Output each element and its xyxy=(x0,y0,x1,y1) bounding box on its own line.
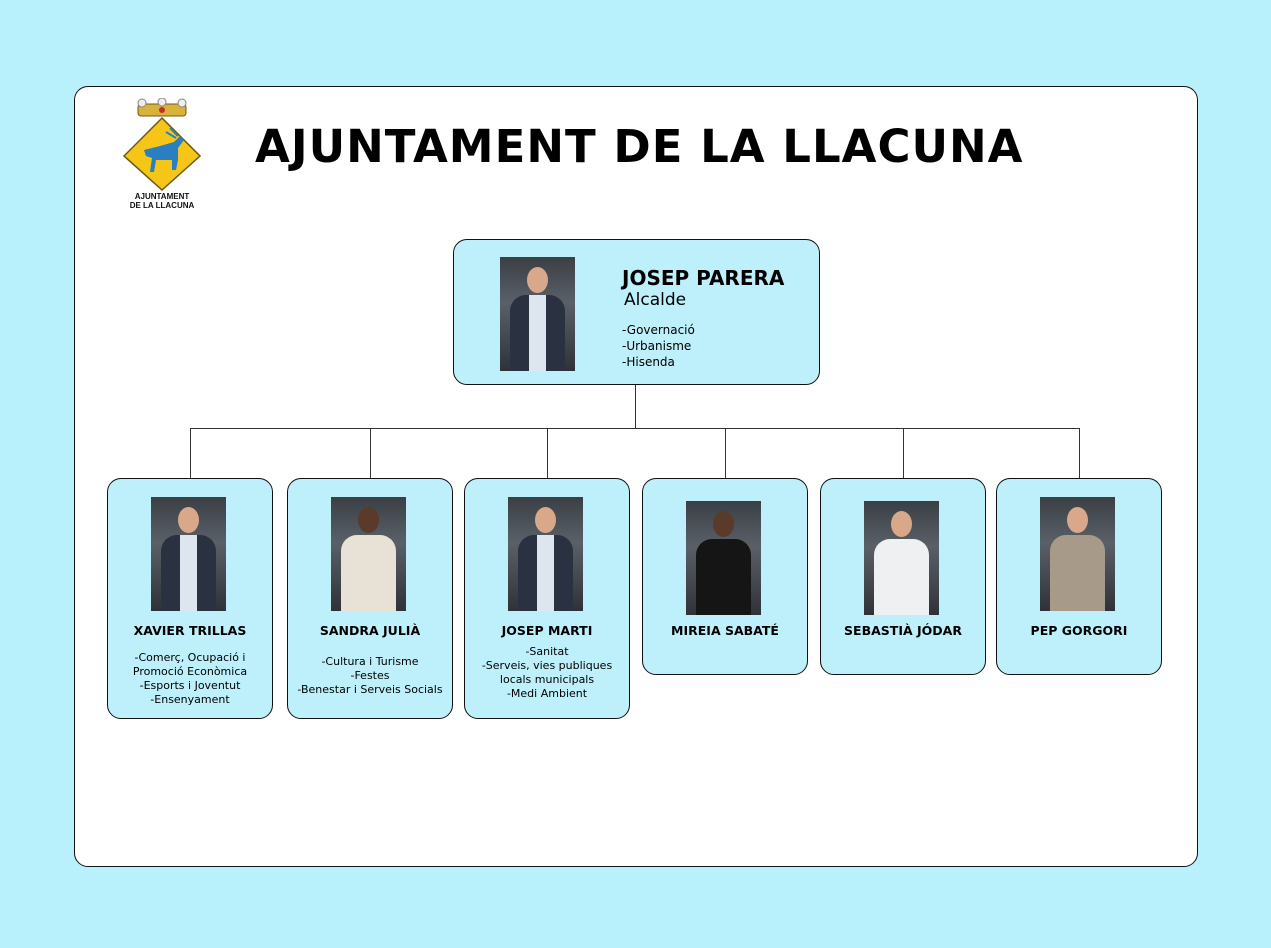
page-title: AJUNTAMENT DE LA LLACUNA xyxy=(255,120,1024,173)
connector-line xyxy=(1079,428,1080,478)
member-photo xyxy=(1040,497,1115,611)
member-photo xyxy=(151,497,226,611)
member-name: SEBASTIÀ JÓDAR xyxy=(844,623,962,638)
member-name: SANDRA JULIÀ xyxy=(319,623,421,638)
connector-line xyxy=(635,385,636,428)
member-card: SEBASTIÀ JÓDAR xyxy=(820,478,986,675)
member-name: PEP GORGORI xyxy=(1030,623,1128,638)
member-photo xyxy=(331,497,406,611)
connector-line xyxy=(547,428,548,478)
member-card: SANDRA JULIÀ -Cultura i Turisme-Festes-B… xyxy=(287,478,453,719)
org-chart-card xyxy=(74,86,1198,867)
connector-line xyxy=(725,428,726,478)
member-name: MIREIA SABATÉ xyxy=(671,623,779,638)
connector-line xyxy=(190,428,1080,429)
member-card: MIREIA SABATÉ xyxy=(642,478,808,675)
member-areas: -Cultura i Turisme-Festes-Benestar i Ser… xyxy=(297,655,443,696)
member-card: PEP GORGORI xyxy=(996,478,1162,675)
mayor-photo xyxy=(500,257,575,371)
connector-line xyxy=(190,428,191,478)
mayor-areas: -Governació-Urbanisme-Hisenda xyxy=(622,323,695,369)
mayor-name: JOSEP PARERA xyxy=(622,266,785,290)
coat-of-arms-icon xyxy=(122,97,202,192)
member-name: JOSEP MARTI xyxy=(501,623,593,638)
connector-line xyxy=(903,428,904,478)
mayor-role: Alcalde xyxy=(624,290,687,310)
member-card: JOSEP MARTI -Sanitat-Serveis, vies publi… xyxy=(464,478,630,719)
member-photo xyxy=(864,501,939,615)
mayor-card: JOSEP PARERA Alcalde -Governació-Urbanis… xyxy=(453,239,820,385)
member-photo xyxy=(508,497,583,611)
connector-line xyxy=(370,428,371,478)
member-photo xyxy=(686,501,761,615)
member-name: XAVIER TRILLAS xyxy=(133,623,247,638)
